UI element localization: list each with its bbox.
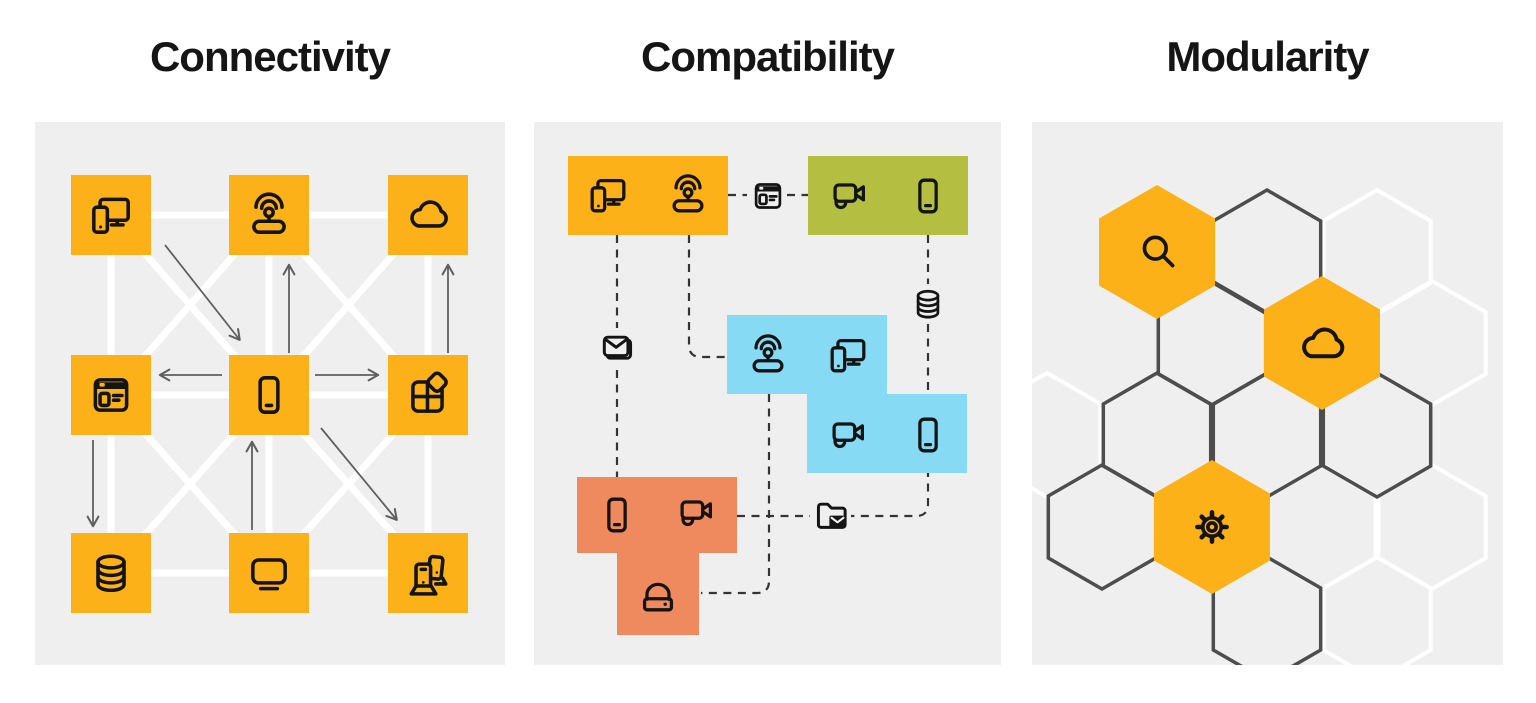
- node-browser: [71, 355, 151, 435]
- panel-connectivity: Connectivity: [35, 0, 505, 703]
- dashed-connectors: [615, 193, 930, 595]
- block-coral-upper: [577, 477, 737, 553]
- node-cloud: [388, 175, 468, 255]
- module-hex-cloud: [1264, 276, 1380, 410]
- panel-compatibility: Compatibility: [534, 0, 1001, 703]
- module-hex-search: [1099, 185, 1215, 319]
- dash-blue-to-harddrive: [701, 394, 771, 595]
- panel-modularity: Modularity: [1032, 0, 1503, 703]
- connectivity-diagram: [35, 122, 505, 665]
- node-devices: [71, 175, 151, 255]
- hexagon-outline-white: [1266, 463, 1378, 591]
- panel-title-compatibility: Compatibility: [640, 33, 895, 80]
- node-smartphone: [229, 355, 309, 435]
- flow-arrows: [86, 244, 455, 530]
- module-hex-gear: [1154, 460, 1270, 594]
- block-green: [808, 156, 968, 235]
- node-tv: [229, 533, 309, 613]
- dash-database-to-folder: [851, 324, 930, 518]
- node-database: [71, 533, 151, 613]
- block-blue-upper: [727, 315, 887, 394]
- block-coral-lower: [617, 553, 699, 635]
- hexagon-outline-dark: [1046, 463, 1158, 591]
- panel-title-connectivity: Connectivity: [149, 33, 391, 80]
- hexagon-outline-white: [1376, 463, 1488, 591]
- database-icon: [916, 289, 940, 319]
- browser-icon: [756, 185, 780, 208]
- dash-amber-to-blue: [687, 235, 727, 359]
- arrow-smartphone-to-kiosk: [320, 427, 398, 521]
- node-squares: [71, 175, 468, 613]
- arrow-devices-to-smartphone: [164, 244, 241, 341]
- envelope-icon: [602, 335, 633, 360]
- hexagon-outline-white: [1376, 279, 1488, 407]
- modularity-diagram: [1032, 122, 1503, 665]
- folder-mail-icon: [816, 502, 848, 530]
- panel-title-modularity: Modularity: [1166, 33, 1369, 80]
- hexagon-outline-white: [1032, 371, 1103, 499]
- block-blue-lower: [807, 394, 967, 473]
- hexagon-outline-white: [1321, 555, 1433, 665]
- compatibility-diagram: [534, 122, 1001, 665]
